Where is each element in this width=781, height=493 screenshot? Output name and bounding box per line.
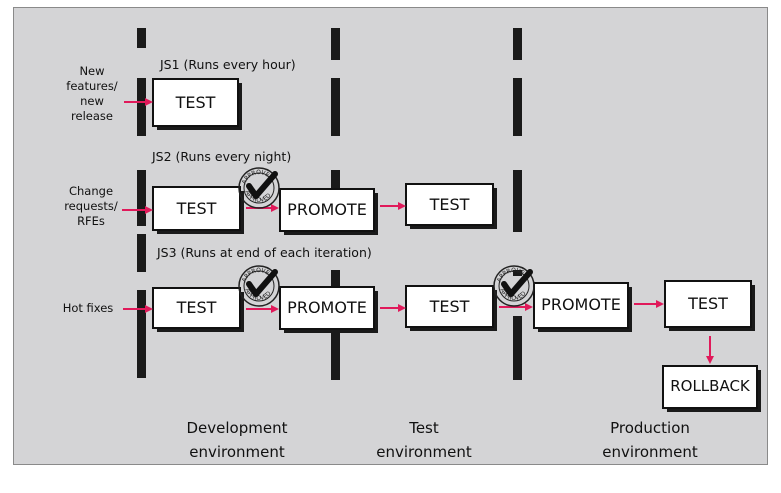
box-test-js2 [152, 186, 244, 234]
box-test-env-js3-label: TEST [429, 297, 470, 316]
approved-stamp-icon: APPROVED APPROVED [238, 167, 280, 209]
flow-arrows [122, 98, 714, 364]
box-promote-js2-label: PROMOTE [287, 200, 367, 219]
box-test-env-js3 [405, 285, 497, 331]
source-hot-fixes-label: Hot fixes [62, 301, 114, 315]
box-promote-js3-label: PROMOTE [287, 298, 367, 317]
box-test-js1-label: TEST [175, 93, 216, 112]
box-test-js3 [152, 287, 244, 332]
source-change-requests-label: Change requests/ RFEs [64, 184, 118, 228]
box-test-env-js2-label: TEST [429, 195, 470, 214]
env-test-label: Test environment [376, 419, 472, 461]
box-promote-prod-label: PROMOTE [541, 295, 621, 314]
box-promote-js3 [279, 286, 378, 333]
box-rollback [662, 365, 761, 412]
box-promote-js2 [279, 188, 378, 235]
env-development-label: Development environment [186, 419, 288, 461]
box-test-js3-label: TEST [176, 298, 217, 317]
approved-stamp-icon: APPROVED APPROVED [238, 265, 280, 307]
box-test-js1 [152, 78, 242, 130]
env-production-label: Production environment [602, 419, 698, 461]
schedule-js3-label: JS3 (Runs at end of each iteration) [157, 245, 372, 260]
box-test-env-js2 [405, 183, 497, 229]
dev-boundary-bar [137, 28, 146, 378]
schedule-js2-label: JS2 (Runs every night) [152, 149, 292, 164]
box-promote-prod [533, 282, 632, 332]
box-rollback-label: ROLLBACK [670, 377, 750, 395]
box-test-js2-label: TEST [176, 199, 217, 218]
box-test-prod-label: TEST [688, 294, 728, 313]
approved-stamp-icon: APPROVED APPROVED [493, 265, 535, 307]
source-new-features-label: New features/ new release [66, 64, 118, 123]
schedule-js1-label: JS1 (Runs every hour) [160, 57, 296, 72]
box-test-prod [664, 280, 755, 331]
prod-boundary-bar [513, 28, 522, 380]
